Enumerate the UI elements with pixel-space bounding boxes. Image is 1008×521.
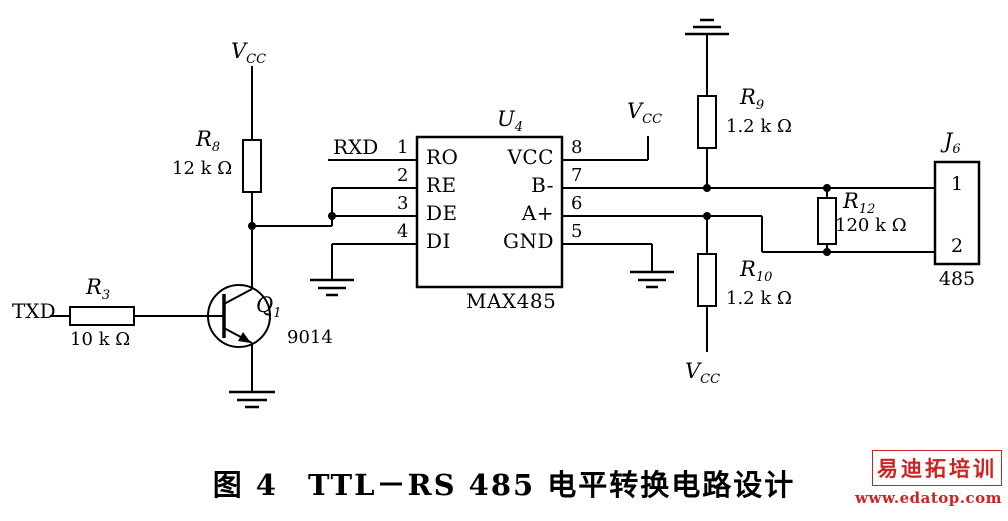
vcc-main: V — [685, 359, 701, 383]
pin-num-6: 6 — [571, 193, 583, 214]
txd-label: TXD — [12, 301, 56, 322]
ref-sub: 12 — [858, 202, 876, 218]
q1-part: 9014 — [287, 327, 333, 348]
ground-symbol-di — [310, 278, 354, 297]
r12-value: 120 k Ω — [835, 215, 907, 236]
resistor-symbols — [69, 95, 837, 326]
ref-sub: 1 — [273, 306, 282, 322]
resistor-r8-body — [242, 139, 262, 193]
ground-symbol-top — [685, 18, 729, 36]
figure-caption: 图 4 TTL－RS 485 电平转换电路设计 — [0, 462, 1008, 504]
r12-ref: R12 — [843, 189, 875, 216]
ref-sub: 8 — [211, 140, 221, 156]
r9-ref: R9 — [740, 85, 764, 112]
resistor-r9-body — [697, 95, 717, 149]
watermark: 易迪拓培训 www.edatop.com — [855, 450, 1002, 507]
ref-main: R — [86, 275, 102, 299]
j6-ref: J6 — [944, 129, 961, 156]
ref-main: J — [944, 129, 953, 153]
ref-main: R — [843, 189, 859, 213]
ref-main: R — [196, 127, 212, 151]
j6-pin-1: 1 — [950, 173, 964, 195]
pin-num-2: 2 — [397, 165, 409, 186]
u4-part-label: MAX485 — [466, 289, 557, 313]
pin-name-gnd: GND — [502, 229, 554, 253]
r8-ref: R8 — [196, 127, 220, 154]
r10-ref: R10 — [740, 257, 772, 284]
txd-text: TXD — [12, 299, 56, 323]
ground-symbols — [229, 18, 729, 409]
pin-name-de: DE — [426, 201, 458, 225]
u4-ref: U4 — [497, 107, 523, 134]
figure-number: 图 4 — [212, 468, 278, 502]
vcc-sub: CC — [642, 112, 663, 128]
vcc-label-bottom: VCC — [685, 359, 720, 386]
pin-name-vcc: VCC — [507, 145, 554, 169]
pin-num-7: 7 — [571, 165, 583, 186]
pin-num-1: 1 — [397, 137, 409, 158]
ground-symbol-emitter — [229, 390, 275, 409]
pin-name-b-minus: B- — [531, 173, 554, 197]
vcc-main: V — [231, 39, 247, 63]
j6-pin-2: 2 — [950, 235, 964, 257]
q1-ref: Q1 — [256, 293, 282, 320]
r3-ref: R3 — [86, 275, 110, 302]
wire-segments — [50, 34, 935, 392]
r9-value: 1.2 k Ω — [726, 116, 792, 137]
vcc-sub: CC — [700, 372, 721, 388]
ref-main: U — [497, 107, 515, 131]
ref-sub: 3 — [101, 288, 111, 304]
pin-name-ro: RO — [426, 145, 459, 169]
pin-name-a-plus: A+ — [521, 201, 554, 225]
emitter-arrow-icon — [238, 332, 251, 343]
resistor-r10-body — [697, 253, 717, 307]
pin-name-di: DI — [426, 229, 451, 253]
transistor-q1-symbol — [207, 284, 271, 348]
watermark-url: www.edatop.com — [855, 489, 1002, 507]
vcc-sub: CC — [246, 52, 267, 68]
ref-main: R — [740, 257, 756, 281]
connector-j6-outline — [933, 160, 981, 266]
vcc-label-pin8: VCC — [627, 99, 662, 126]
ic-u4-outline — [415, 135, 564, 289]
pin-num-8: 8 — [571, 137, 583, 158]
ref-sub: 4 — [514, 120, 523, 136]
pin-num-4: 4 — [397, 221, 409, 242]
watermark-brand: 易迪拓培训 — [872, 450, 1002, 486]
ref-sub: 6 — [952, 142, 961, 158]
rxd-text: RXD — [333, 135, 379, 159]
r8-value: 12 k Ω — [172, 158, 233, 179]
vcc-main: V — [627, 99, 643, 123]
rxd-label: RXD — [333, 137, 378, 158]
ref-sub: 10 — [755, 270, 773, 286]
r10-value: 1.2 k Ω — [726, 288, 792, 309]
ground-symbol-pin5 — [630, 270, 674, 289]
junction-dots — [248, 184, 831, 256]
ref-main: R — [740, 85, 756, 109]
resistor-r12-body — [817, 197, 837, 245]
pin-num-3: 3 — [397, 193, 409, 214]
pin-num-5: 5 — [571, 221, 583, 242]
r3-value: 10 k Ω — [70, 329, 131, 350]
j6-485-label: 485 — [938, 268, 976, 290]
ref-main: Q — [256, 293, 274, 317]
ref-sub: 9 — [755, 98, 765, 114]
figure-title: TTL－RS 485 电平转换电路设计 — [307, 468, 796, 502]
vcc-label-top: VCC — [231, 39, 266, 66]
pin-name-re: RE — [426, 173, 457, 197]
resistor-r3-body — [69, 306, 135, 326]
